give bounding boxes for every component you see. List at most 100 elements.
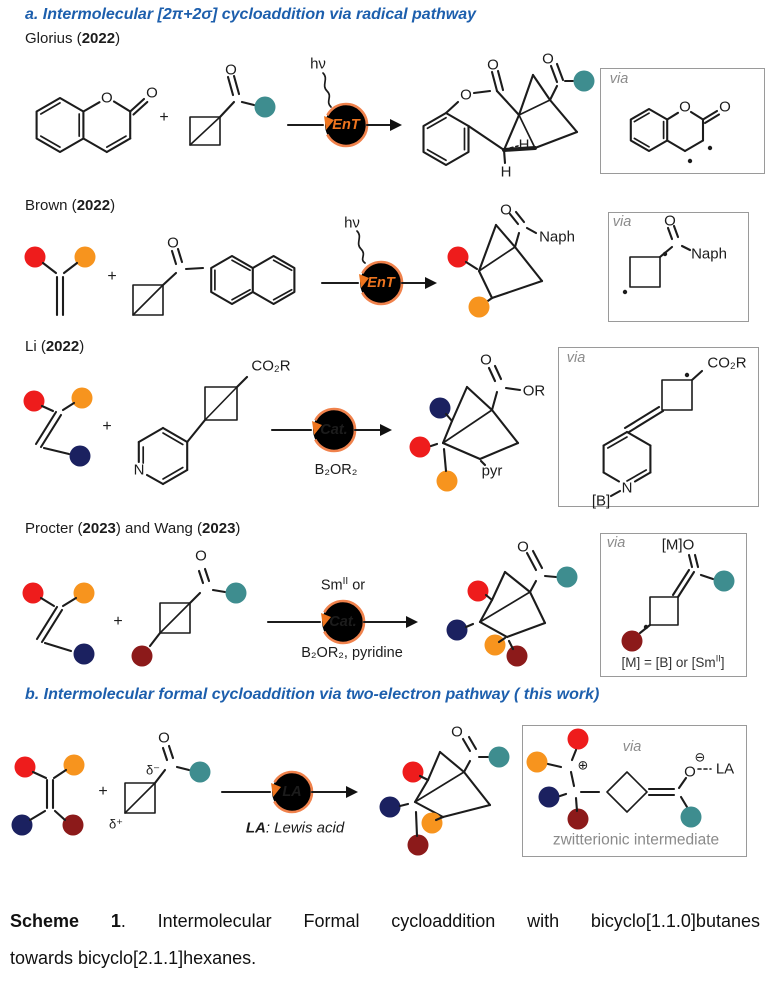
via-label: via <box>612 213 632 230</box>
atom-O: O <box>679 98 691 116</box>
alkene-trisubstituted <box>22 582 95 665</box>
atom-N: N <box>133 461 145 479</box>
minus-charge-icon: ⊖ <box>694 749 706 765</box>
ent-arrow <box>286 72 402 148</box>
delta-minus-label: δ⁻ <box>145 762 161 778</box>
bcb-substituted-ketone <box>131 567 247 667</box>
bcb-pyridyl-ester <box>137 375 249 486</box>
atom-O: O <box>158 729 170 747</box>
via-box-thiswork <box>522 725 747 857</box>
mdef-text: [M] = [B] or [Sm <box>621 655 716 670</box>
ent-label: EnT <box>367 274 395 291</box>
atom-H: H <box>518 136 530 154</box>
ent-arrow <box>320 230 437 306</box>
coumarin-structure <box>35 96 149 154</box>
author-year: 2023 <box>202 520 236 537</box>
atom-O: O <box>517 538 529 556</box>
caption-line1: Scheme 1. Intermolecular Formal cycloadd… <box>10 903 760 940</box>
la-def-bold: LA <box>245 819 266 837</box>
hv-label: hν <box>310 55 326 73</box>
via-box-brown <box>608 212 749 322</box>
bcb-polarized-ketone <box>124 744 211 814</box>
author-year: 2023 <box>82 520 116 537</box>
section-b-title: b. Intermolecular formal cycloaddition v… <box>25 686 600 703</box>
via-box-glorius <box>600 68 765 174</box>
mdef-text: ] <box>720 655 725 670</box>
la-def-rest: : Lewis acid <box>265 819 345 837</box>
caption-text: . Intermolecular Formal cycloaddition wi… <box>120 911 760 931</box>
metal-oxide-label: [M]O <box>661 536 695 554</box>
author-text: ) <box>110 197 116 214</box>
atom-N: N <box>621 479 633 497</box>
plus-sign: + <box>159 109 169 126</box>
author-text: ) <box>115 30 121 47</box>
bch-product <box>409 364 522 492</box>
atom-O: O <box>225 61 237 79</box>
alkene-tetrasubstituted <box>11 754 85 836</box>
pyr-label: pyr <box>481 462 503 480</box>
ester-label: CO₂R <box>707 354 747 372</box>
cat-label: Cat. <box>329 613 357 630</box>
atom-O: O <box>100 89 113 107</box>
row-label-li: Li (2022) <box>25 338 84 355</box>
sm-text: Sm <box>320 577 343 594</box>
atom-O: O <box>664 212 676 230</box>
or-label: OR <box>522 382 546 400</box>
via-box-procter <box>600 533 747 677</box>
plus-sign: + <box>107 268 117 285</box>
via-cyclobutane-diradical <box>622 224 692 295</box>
bch-product <box>379 735 510 856</box>
via-boron-dearomatized <box>602 369 704 498</box>
row-label-glorius: Glorius (2022) <box>25 30 120 47</box>
author-year: 2022 <box>45 338 80 355</box>
row-label-brown: Brown (2022) <box>25 197 115 214</box>
plus-sign: + <box>98 783 108 800</box>
atom-O: O <box>487 56 499 74</box>
delta-plus-label: δ⁺ <box>108 816 124 832</box>
boron-label: [B] <box>591 492 611 510</box>
atom-O: O <box>167 234 179 252</box>
la-label: LA <box>282 783 302 800</box>
via-box-li <box>558 347 759 507</box>
bcb-ketone-structure <box>189 74 276 146</box>
zwitterion-caption: zwitterionic intermediate <box>552 831 720 849</box>
scheme-graphics <box>11 62 735 856</box>
atom-O: O <box>460 86 472 104</box>
naph-label: Naph <box>691 245 727 263</box>
via-label: via <box>566 349 586 366</box>
sm-sup: II <box>342 575 349 587</box>
sm-cat-arrow <box>266 599 418 645</box>
bch-product <box>447 210 544 318</box>
plus-sign: + <box>102 418 112 435</box>
mdef-sup: II <box>715 653 721 664</box>
author-text: Brown ( <box>25 197 77 214</box>
la-arrow <box>220 770 358 814</box>
via-metal-ketyl <box>621 553 735 652</box>
scheme-caption: Scheme 1. Intermolecular Formal cycloadd… <box>10 903 760 977</box>
author-text: ) <box>79 338 85 355</box>
author-year: 2022 <box>76 197 111 214</box>
caption-bold: Scheme 1 <box>10 911 121 931</box>
via-diradical-chromanone <box>629 107 721 164</box>
la-definition: LA: Lewis acid <box>246 821 344 836</box>
atom-O: O <box>500 201 512 219</box>
author-text: Glorius ( <box>25 30 82 47</box>
author-text: ) <box>235 520 241 537</box>
atom-O: O <box>719 98 731 116</box>
borate-conditions: B₂OR₂ <box>314 461 358 478</box>
borate-pyridine-conditions: B₂OR₂, pyridine <box>301 644 403 661</box>
section-a-title: a. Intermolecular [2π+2σ] cycloaddition … <box>25 6 477 23</box>
sm-text: or <box>348 577 366 594</box>
plus-charge-icon: ⊕ <box>577 757 589 773</box>
metal-definition: [M] = [B] or [SmII] <box>621 653 725 670</box>
hv-label: hν <box>344 214 360 232</box>
ester-label: CO₂R <box>251 357 291 375</box>
author-text: Li ( <box>25 338 46 355</box>
atom-O: O <box>146 84 158 102</box>
atom-O: O <box>542 50 554 68</box>
author-text: ) and Wang ( <box>115 520 203 537</box>
ent-label: EnT <box>332 116 360 133</box>
via-label: via <box>622 738 642 755</box>
alkene-trisubstituted <box>23 387 93 467</box>
caption-line2: towards bicyclo[2.1.1]hexanes. <box>10 948 257 968</box>
